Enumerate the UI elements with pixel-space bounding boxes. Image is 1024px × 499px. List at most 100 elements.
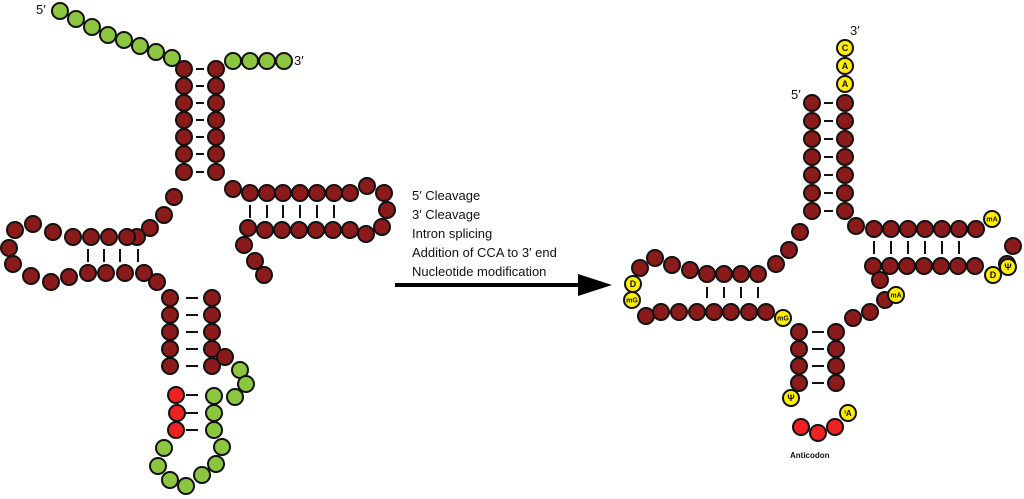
nucleotide-maroon [670, 303, 688, 321]
nucleotide-maroon [175, 77, 193, 95]
nucleotide-maroon [235, 236, 253, 254]
nucleotide-maroon [24, 215, 42, 233]
nucleotide-maroon [836, 112, 854, 130]
nucleotide-maroon [732, 265, 750, 283]
nucleotide-maroon [161, 289, 179, 307]
nucleotide-maroon [79, 264, 97, 282]
nucleotide-maroon [161, 306, 179, 324]
nucleotide-green [205, 404, 223, 422]
nucleotide-maroon [631, 259, 649, 277]
nucleotide-maroon [899, 220, 917, 238]
step-add-cca: Addition of CCA to 3′ end [412, 245, 557, 260]
processing-arrow [395, 274, 612, 296]
nucleotide-maroon [966, 257, 984, 275]
nucleotide-maroon [239, 219, 257, 237]
nucleotide-maroon [652, 303, 670, 321]
nucleotide-maroon [803, 130, 821, 148]
nucleotide-maroon [722, 303, 740, 321]
nucleotide-maroon [932, 257, 950, 275]
cca-letter: C [842, 43, 849, 53]
nucleotide-maroon [861, 303, 879, 321]
nucleotide-maroon [375, 184, 393, 202]
nucleotide-green [207, 455, 225, 473]
nucleotide-maroon [715, 265, 733, 283]
nucleotide-maroon [767, 255, 785, 273]
nucleotide-maroon [308, 184, 326, 202]
nucleotide-maroon [135, 264, 153, 282]
nucleotide-maroon [836, 166, 854, 184]
nucleotide-maroon [64, 228, 82, 246]
cca-nucleotide [836, 57, 854, 75]
modified-ma-letter: mA [986, 216, 997, 223]
modified-psi [999, 258, 1017, 276]
mature-5prime-label: 5′ [791, 87, 801, 102]
modified-d [984, 266, 1002, 284]
nucleotide-maroon [341, 184, 359, 202]
anticodon-nucleotide-red [809, 424, 827, 442]
nucleotide-maroon [307, 221, 325, 239]
nucleotide-green [147, 43, 165, 61]
modified-ma [983, 210, 1001, 228]
anticodon-nucleotide-red [826, 418, 844, 436]
nucleotide-maroon [949, 257, 967, 275]
nucleotide-maroon [637, 307, 655, 325]
nucleotide-maroon [705, 303, 723, 321]
nucleotide-maroon [175, 111, 193, 129]
nucleotide-maroon [207, 111, 225, 129]
nucleotide-maroon [803, 112, 821, 130]
nucleotide-maroon [216, 348, 234, 366]
nucleotide-maroon [836, 202, 854, 220]
nucleotide-maroon [933, 220, 951, 238]
nucleotide-maroon [207, 128, 225, 146]
nucleotide-maroon [60, 268, 78, 286]
nucleotide-maroon [950, 220, 968, 238]
nucleotide-maroon [273, 221, 291, 239]
precursor-trna [0, 2, 396, 495]
nucleotide-maroon [161, 340, 179, 358]
nucleotide-maroon [325, 184, 343, 202]
nucleotide-maroon [207, 163, 225, 181]
nucleotide-maroon [241, 184, 259, 202]
step-intron-splicing: Intron splicing [412, 226, 492, 241]
nucleotide-maroon [871, 271, 889, 289]
mature-3prime-label: 3′ [850, 23, 860, 38]
modified-d-letter: D [630, 279, 637, 289]
nucleotide-maroon [175, 163, 193, 181]
nucleotide-maroon [916, 220, 934, 238]
nucleotide-maroon [780, 241, 798, 259]
nucleotide-maroon [203, 289, 221, 307]
nucleotide-maroon [378, 201, 396, 219]
nucleotide-maroon [915, 257, 933, 275]
nucleotide-maroon [827, 374, 845, 392]
nucleotide-maroon [803, 184, 821, 202]
nucleotide-maroon [790, 374, 808, 392]
nucleotide-maroon [203, 357, 221, 375]
nucleotide-maroon [207, 145, 225, 163]
nucleotide-maroon [790, 323, 808, 341]
nucleotide-maroon [790, 357, 808, 375]
nucleotide-green [258, 52, 276, 70]
anticodon-nucleotide-red [792, 418, 810, 436]
nucleotide-maroon [740, 303, 758, 321]
nucleotide-maroon [757, 303, 775, 321]
nucleotide-maroon [141, 219, 159, 237]
anticodon-nucleotide-red [167, 421, 185, 439]
nucleotide-maroon [646, 249, 664, 267]
nucleotide-maroon [203, 306, 221, 324]
nucleotide-maroon [155, 206, 173, 224]
nucleotide-green [115, 31, 133, 49]
nucleotide-maroon [865, 220, 883, 238]
modified-ma [887, 286, 905, 304]
nucleotide-maroon [4, 255, 22, 273]
modified-psi-letter: Ψ [1004, 262, 1011, 272]
nucleotide-maroon [341, 221, 359, 239]
nucleotide-maroon [827, 323, 845, 341]
nucleotide-maroon [791, 223, 809, 241]
nucleotide-maroon [803, 166, 821, 184]
nucleotide-maroon [882, 220, 900, 238]
nucleotide-maroon [175, 145, 193, 163]
modified-mg-letter: mG [626, 297, 638, 304]
nucleotide-maroon [207, 60, 225, 78]
nucleotide-green [131, 37, 149, 55]
nucleotide-green [177, 477, 195, 495]
